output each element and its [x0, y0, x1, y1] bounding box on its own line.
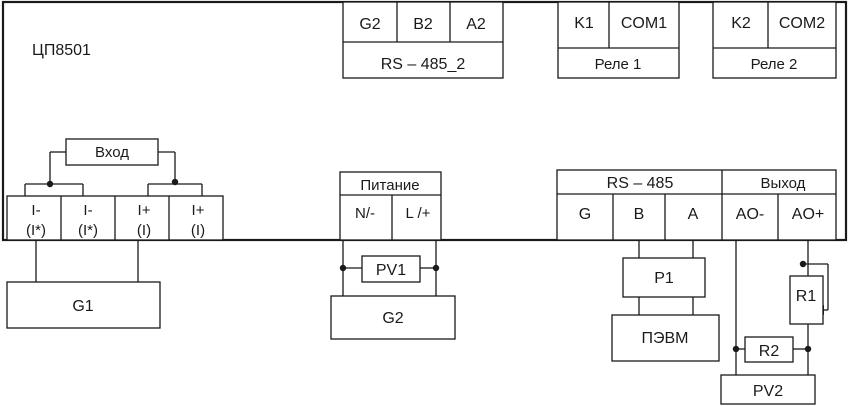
- terminal-a: A: [688, 206, 699, 223]
- terminal-g: G: [579, 206, 591, 223]
- pv2-box: [720, 374, 816, 405]
- g1-label: G1: [72, 298, 93, 315]
- junction-dot: [432, 264, 440, 272]
- terminal-ao-plus: AO+: [792, 206, 824, 223]
- input-terminal-2-top: I-: [83, 202, 92, 219]
- pv1-box: [361, 255, 421, 283]
- r1-label: R1: [796, 288, 817, 305]
- relay2-label: Реле 2: [751, 56, 798, 73]
- r2-label: R2: [759, 343, 780, 360]
- pv1-label: PV1: [376, 262, 406, 279]
- input-label: Вход: [95, 144, 129, 161]
- pc-label: ПЭВМ: [642, 330, 689, 347]
- terminal-n: N/-: [355, 205, 375, 222]
- terminal-ao-minus: AO-: [736, 206, 764, 223]
- g2-label: G2: [382, 310, 403, 327]
- terminal-com1: COM1: [621, 15, 667, 32]
- terminal-com2: COM2: [779, 15, 825, 32]
- relay1-terminal-block: K1 COM1 Реле 1: [557, 1, 680, 79]
- rs485-label: RS – 485: [607, 175, 674, 192]
- r1-box: [789, 275, 824, 325]
- output-label: Выход: [761, 175, 806, 192]
- rs485-2-label: RS – 485_2: [381, 56, 466, 73]
- device-label: ЦП8501: [32, 42, 91, 59]
- pv2-label: PV2: [753, 383, 783, 400]
- input-terminal-1-bottom: (I*): [26, 222, 46, 239]
- input-terminal-1-top: I-: [31, 202, 40, 219]
- terminal-a2: A2: [466, 16, 486, 33]
- power-label: Питание: [360, 177, 419, 194]
- terminal-k2: K2: [731, 15, 751, 32]
- input-terminal-4-bottom: (I): [191, 222, 205, 239]
- junction-dot: [171, 178, 179, 186]
- junction-dot: [339, 264, 347, 272]
- junction-dot: [46, 180, 54, 188]
- terminal-l: L /+: [406, 205, 431, 222]
- g2-box: [330, 295, 456, 340]
- terminal-k1: K1: [574, 15, 594, 32]
- terminal-b2: B2: [413, 16, 433, 33]
- terminal-g2: G2: [359, 16, 380, 33]
- input-section: Вход I- (I*) I- (I*) I+ (I) I+ (I): [6, 138, 224, 241]
- relay1-label: Реле 1: [595, 56, 642, 73]
- r2-box: [744, 336, 794, 363]
- input-terminal-4-top: I+: [192, 202, 205, 219]
- g1-box: [6, 281, 161, 329]
- terminal-b: B: [634, 206, 645, 223]
- input-terminal-3-bottom: (I): [137, 222, 151, 239]
- p1-label: P1: [654, 270, 674, 287]
- relay2-terminal-block: K2 COM2 Реле 2: [712, 1, 837, 79]
- rs485-2-terminal-block: G2 B2 A2 RS – 485_2: [342, 1, 504, 79]
- input-terminal-3-top: I+: [138, 202, 151, 219]
- power-terminal-block: Питание N/- L /+: [339, 171, 442, 241]
- input-terminal-2-bottom: (I*): [78, 222, 98, 239]
- rs485-output-terminal-block: RS – 485 Выход G B A AO- AO+: [556, 169, 837, 241]
- p1-box: [622, 257, 706, 298]
- pc-box: [611, 314, 720, 362]
